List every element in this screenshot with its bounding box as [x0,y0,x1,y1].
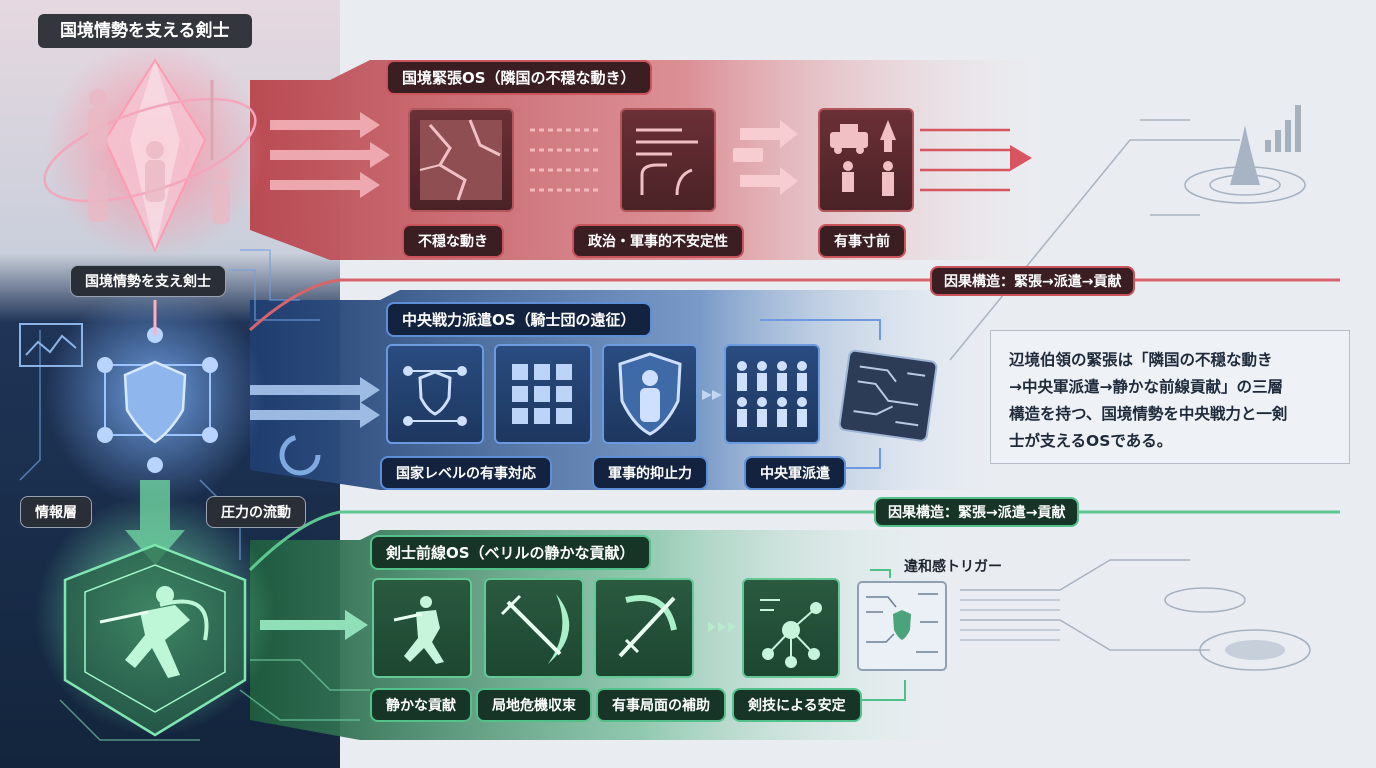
shield-network-icon [403,366,467,426]
note-line: 士が支えるOSである。 [1009,432,1173,450]
instability-icon [636,128,698,196]
crossed-swords-icon [618,595,677,658]
military-tile [818,108,914,212]
network-tile [742,578,840,678]
red-band-title: 国境緊張OS（隣国の不穏な動き） [386,60,652,95]
crossed-swords-tile [594,578,694,678]
troops-tile [724,344,820,444]
sword-slash-icon [500,594,570,664]
green-band-title: 剣士前線OS（ベリルの静かな貢献） [370,535,651,570]
cracked-map-icon [419,119,502,201]
page-title: 国境情勢を支える剣士 [38,14,252,48]
military-icon [830,120,896,196]
swordsman-tile [372,578,472,678]
blue-item-deterrence: 軍事的抑止力 [592,456,708,490]
blue-item-dispatch: 中央軍派遣 [744,456,846,490]
note-line: 構造を持つ、国境情勢を中央戦力と一剣 [1009,405,1288,423]
blue-item-national: 国家レベルの有事対応 [380,456,552,490]
green-item-quiet: 静かな貢献 [370,688,472,722]
swordsman-icon [393,596,444,664]
note-line: →中央軍派遣→静かな前線貢献」の三層 [1009,378,1283,396]
crescent-sword-tile [484,578,584,678]
network-icon [760,599,822,668]
emblem-label: 国境情勢を支え剣士 [70,265,226,297]
instability-tile [620,108,716,212]
anomaly-trigger-label: 違和感トリガー [904,559,1002,575]
info-layer-label: 情報層 [20,496,92,528]
knight-shield-icon [618,352,682,436]
cracked-map-tile [408,108,514,212]
troops-icon [737,361,807,427]
blue-band-title: 中央戦力派遣OS（騎士団の遠征） [386,302,652,337]
causal-tag-green: 因果構造：緊張→派遣→貢献 [874,497,1080,527]
green-item-local: 局地危機収束 [476,688,592,722]
knight-tile [602,344,698,444]
green-item-stability: 剣技による安定 [732,688,862,722]
red-item-instability: 政治・軍事的不安定性 [572,224,744,258]
shield-network-tile [386,344,484,444]
pressure-flow-label: 圧力の流動 [206,496,306,528]
note-line: 辺境伯領の緊張は「隣国の不穏な動き [1009,351,1273,369]
summary-note: 辺境伯領の緊張は「隣国の不穏な動き →中央軍派遣→静かな前線貢献」の三層 構造を… [990,330,1350,464]
grid-icon [512,364,572,424]
red-item-unrest: 不穏な動き [402,224,504,258]
causal-tag-red: 因果構造：緊張→派遣→貢献 [930,266,1136,296]
green-item-support: 有事局面の補助 [596,688,726,722]
grid-tile [494,344,592,444]
red-item-brink: 有事寸前 [818,224,906,258]
